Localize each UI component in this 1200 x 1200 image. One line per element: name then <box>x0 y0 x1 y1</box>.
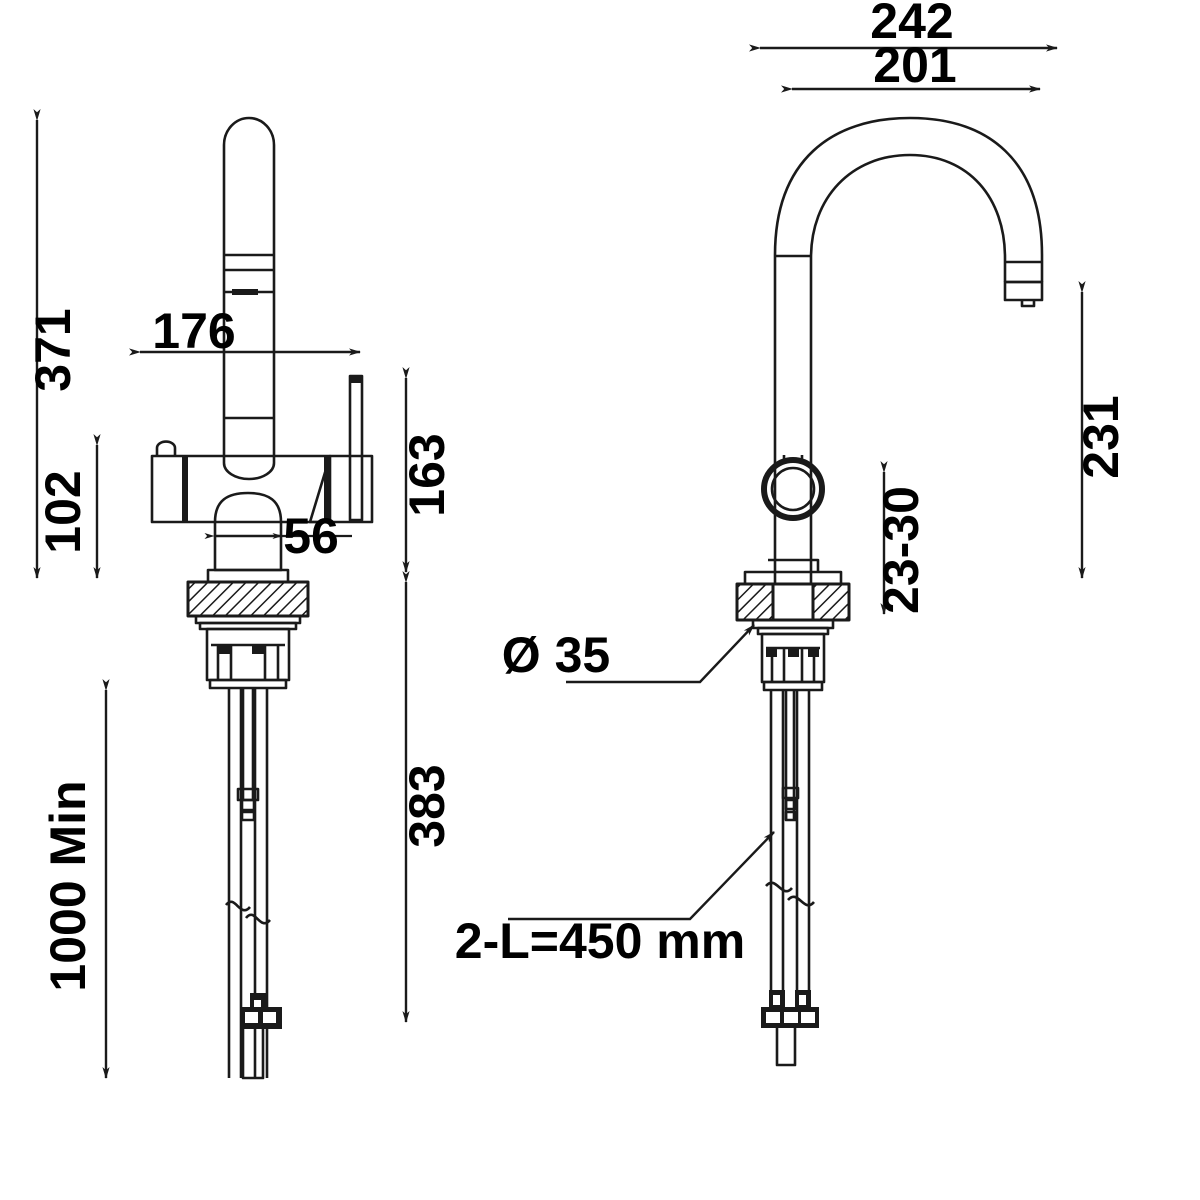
leader-hose-length <box>508 831 775 921</box>
mounting-nut-side-left <box>735 582 775 622</box>
front-view-geometry <box>150 116 374 1080</box>
dim-label-23-30: 23-30 <box>873 486 929 614</box>
dim-label-201: 201 <box>873 37 956 93</box>
dim-label-242: 242 <box>870 0 953 49</box>
dim-label-383: 383 <box>399 764 455 847</box>
dim-label-371: 371 <box>25 308 81 391</box>
dim-label-176: 176 <box>152 303 235 359</box>
dim-label-hose-length: 2-L=450 mm <box>455 913 745 969</box>
mounting-nut-side-right <box>811 582 851 622</box>
dim-label-231: 231 <box>1073 395 1129 478</box>
mounting-nut-front <box>186 580 310 618</box>
dim-label-163: 163 <box>399 433 455 516</box>
dim-label-102: 102 <box>35 470 91 553</box>
dim-label-1000-min: 1000 Min <box>40 780 96 991</box>
dim-label-hole-diameter: Ø 35 <box>502 627 610 683</box>
dim-label-56: 56 <box>283 508 339 564</box>
leader-hole-diameter <box>566 624 755 684</box>
dimension-lines <box>33 44 1086 1079</box>
